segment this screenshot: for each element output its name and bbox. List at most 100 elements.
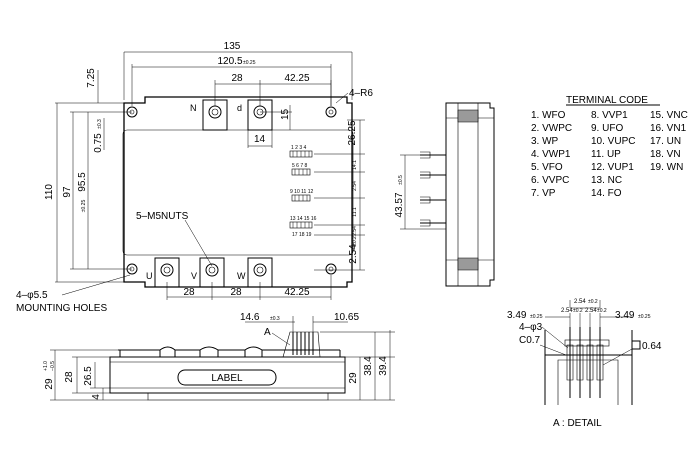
terminal-u-label: U <box>146 271 153 281</box>
terminal-code-entry: 6. VVPC <box>531 175 569 186</box>
detail-pins <box>566 327 604 398</box>
dim-detail-pitch-top: 2.54 <box>574 299 586 305</box>
dim-pin-row-gap-2: 14.1 <box>352 160 358 170</box>
dim-front-right-38-4: 38.4 <box>363 356 374 376</box>
terminal-code-entry: 9. UFO <box>591 123 623 134</box>
case-outline <box>123 96 353 288</box>
mounting-hole-br <box>325 263 337 275</box>
dim-pin-pitch-a-tol: ±0.2 <box>352 236 358 246</box>
terminal-code-entry: 17. UN <box>650 136 681 147</box>
pin-group-1-label: 1 2 3 4 <box>291 145 307 151</box>
terminal-code-entry: 14. FO <box>591 188 622 199</box>
detail-holes-label: 4–φ3 <box>519 322 543 333</box>
terminal-code-title: TERMINAL CODE <box>566 95 648 106</box>
terminal-code-entry: 8. VVP1 <box>591 110 628 121</box>
dim-front-case-height: 28 <box>64 371 75 383</box>
dim-pin-pitch-a: 2.54 <box>348 244 359 264</box>
dim-front-case-body: 26.5 <box>83 366 94 386</box>
dim-front-total-case: 29 <box>44 378 55 390</box>
terminal-code-col-3: 15. VNC 16. VN1 17. UN 18. VN 19. WN <box>650 110 688 173</box>
dim-pin-row-gap-3: 11.1 <box>352 207 358 217</box>
pin-block-4 <box>289 221 313 229</box>
dim-case-gap-tol: ±0.3 <box>97 119 103 129</box>
dim-terminal-top: 26.25 <box>347 120 358 145</box>
dim-detail-right-edge: 3.49 <box>615 310 635 321</box>
pin-block-3 <box>291 194 311 202</box>
dim-front-right-29: 29 <box>348 372 359 384</box>
terminal-code-entry: 12. VUP1 <box>591 162 634 173</box>
terminal-w-label: W <box>237 271 246 281</box>
dim-bottom-v-w: 28 <box>230 287 242 298</box>
dim-detail-pitch-top-tol: ±0.2 <box>588 299 598 305</box>
dim-pin-pitch-b: 2.54 <box>352 181 358 191</box>
dim-bottom-u-v: 28 <box>183 287 195 298</box>
mounting-holes-size: 4–φ5.5 <box>16 290 48 301</box>
dim-detail-left-edge: 3.49 <box>507 310 527 321</box>
dim-detail-pitch-2-tol: ±0.2 <box>597 308 607 314</box>
dim-side-height: 43.57 <box>394 192 405 217</box>
terminal-code-entry: 19. WN <box>650 162 683 173</box>
terminal-code-entry: 1. WFO <box>531 110 566 121</box>
dim-inner-height: 97 <box>62 186 73 198</box>
terminal-code-entry: 5. VFO <box>531 162 563 173</box>
side-view: 43.57 ±0.5 <box>394 102 495 287</box>
pin-group-3-label: 9 10 11 12 <box>290 189 313 195</box>
dim-detail-pitch-1-tol: ±0.2 <box>573 308 583 314</box>
dim-hole-pitch: 120.5 <box>217 56 242 67</box>
terminal-code-entry: 11. UP <box>591 149 621 160</box>
dim-nut-width: 14 <box>254 134 266 145</box>
terminal-code-col-2: 8. VVP1 9. UFO 10. VUPC 11. UP 12. VUP1 13. N… <box>591 110 635 199</box>
terminal-n-label: N <box>190 103 197 113</box>
front-view: LABEL 14.6 ±0.3 10.65 A 29 +1.0 −0.5 28 … <box>43 312 395 401</box>
top-view: N d U V W <box>16 41 373 314</box>
dim-front-base-plate: 4 <box>91 394 102 400</box>
mounting-holes-label: MOUNTING HOLES <box>16 303 107 314</box>
dim-detail-left-edge-tol: ±0.25 <box>530 314 543 320</box>
pin-block-1 <box>289 150 313 158</box>
dim-front-right-39-4: 39.4 <box>378 356 389 376</box>
pin-group-4-label: 13 14 15 16 <box>290 216 317 222</box>
pin-block-2 <box>291 168 311 176</box>
dim-front-pin-offset: 14.6 <box>240 312 260 323</box>
pin-group-5-label: 17 18 19 <box>292 232 312 238</box>
dim-pin-row-gap-1: 2.54 <box>352 226 358 236</box>
terminal-code-entry: 4. VWP1 <box>531 149 571 160</box>
detail-view: 2.54 ±0.2 2.54 ±0.2 2.54 ±0.2 3.49 ±0.25… <box>507 299 662 429</box>
dim-case-gap: 0.75 <box>93 133 104 153</box>
inner-frame <box>122 129 354 256</box>
detail-marker-a: A <box>264 327 271 338</box>
pin-square-symbol <box>631 340 641 350</box>
front-label: LABEL <box>211 373 243 384</box>
dim-bottom-w-edge: 42.25 <box>284 287 309 298</box>
dim-front-total-tol-minus: −0.5 <box>50 361 56 371</box>
dim-front-pin-span: 10.65 <box>334 312 359 323</box>
corner-radius-label: 4–R6 <box>349 88 373 99</box>
mounting-hole-tr <box>325 106 337 118</box>
terminal-code-entry: 16. VN1 <box>650 123 687 134</box>
dim-detail-pitch-2: 2.54 <box>585 308 597 314</box>
dim-hole-vertical-pitch: 95.5 <box>77 172 88 192</box>
dim-n-to-d: 28 <box>231 73 243 84</box>
dim-detail-right-edge-tol: ±0.25 <box>638 314 651 320</box>
dim-overall-width: 135 <box>224 41 241 52</box>
detail-chamfer-label: C0.7 <box>519 335 541 346</box>
detail-pin-square: 0.64 <box>642 341 662 352</box>
terminal-code-entry: 18. VN <box>650 149 681 160</box>
dim-top-offset: 7.25 <box>86 68 97 88</box>
terminal-code-entry: 13. NC <box>591 175 622 186</box>
terminal-code-entry: 7. VP <box>531 188 556 199</box>
dim-overall-height: 110 <box>44 184 55 200</box>
terminal-code-entry: 2. VWPC <box>531 123 572 134</box>
terminal-d-label: d <box>237 103 242 113</box>
detail-title: A : DETAIL <box>553 418 602 429</box>
pin-group-2-label: 5 6 7 8 <box>292 163 308 169</box>
dim-side-height-tol: ±0.5 <box>398 175 404 185</box>
nut-terminal-v <box>199 257 225 288</box>
terminal-code-entry: 15. VNC <box>650 110 688 121</box>
dim-detail-pitch-1: 2.54 <box>561 308 573 314</box>
dim-front-total-tol-plus: +1.0 <box>43 361 49 371</box>
dim-nut-offset: 15 <box>280 108 291 120</box>
terminal-code-entry: 10. VUPC <box>591 136 635 147</box>
nuts-label: 5–M5NUTS <box>136 211 189 222</box>
